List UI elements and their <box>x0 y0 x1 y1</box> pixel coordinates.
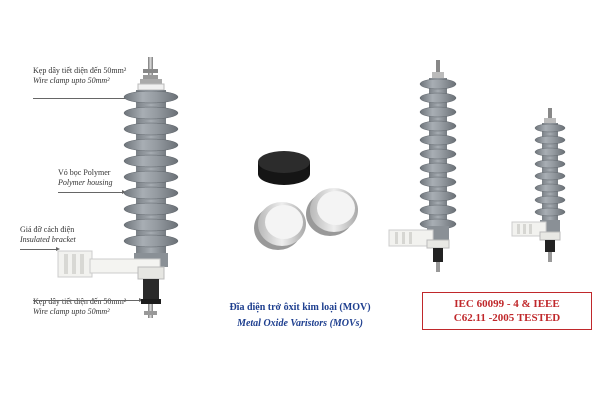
arrester-large <box>388 60 457 272</box>
top-terminal <box>137 57 165 91</box>
label-top-clamp-en: Wire clamp upto 50mm² <box>33 76 110 85</box>
label-bottom-clamp: Kẹp dây tiết diện đến 50mm² Wire clamp u… <box>33 297 173 317</box>
certification-line1: IEC 60099 - 4 & IEEE <box>454 298 560 310</box>
mov-disc-left <box>254 202 306 250</box>
label-top-clamp-vi: Kẹp dây tiết diện đến 50mm² <box>33 66 127 75</box>
leader-housing <box>58 190 126 194</box>
label-housing-vi: Vỏ bọc Polymer <box>58 168 111 177</box>
arrester-small <box>511 108 566 262</box>
label-housing-en: Polymer housing <box>58 178 113 187</box>
label-bracket: Giá đỡ cách điện Insulated bracket <box>20 225 110 245</box>
mov-discs-image <box>254 151 358 250</box>
mov-disc-right <box>306 188 358 236</box>
mov-disc-back <box>258 151 310 185</box>
label-bracket-en: Insulated bracket <box>20 235 76 244</box>
mov-title-en: Metal Oxide Varistors (MOVs) <box>237 318 363 329</box>
label-housing: Vỏ bọc Polymer Polymer housing <box>58 168 148 188</box>
annotated-arrester <box>57 57 179 318</box>
insulated-bracket <box>57 250 165 280</box>
polymer-sheds <box>123 90 179 248</box>
certification-box: IEC 60099 - 4 & IEEE C62.11 -2005 TESTED <box>422 292 592 330</box>
label-bottom-clamp-en: Wire clamp upto 50mm² <box>33 307 110 316</box>
certification-line2: C62.11 -2005 TESTED <box>453 312 561 324</box>
label-top-clamp: Kẹp dây tiết diện đến 50mm² Wire clamp u… <box>33 66 173 86</box>
label-bottom-clamp-vi: Kẹp dây tiết diện đến 50mm² <box>33 297 127 306</box>
leader-bracket <box>20 247 60 251</box>
bottom-terminal <box>141 279 161 318</box>
mov-title-vi: Đĩa điện trở ôxit kim loại (MOV) <box>229 302 371 313</box>
label-bracket-vi: Giá đỡ cách điện <box>20 225 75 234</box>
